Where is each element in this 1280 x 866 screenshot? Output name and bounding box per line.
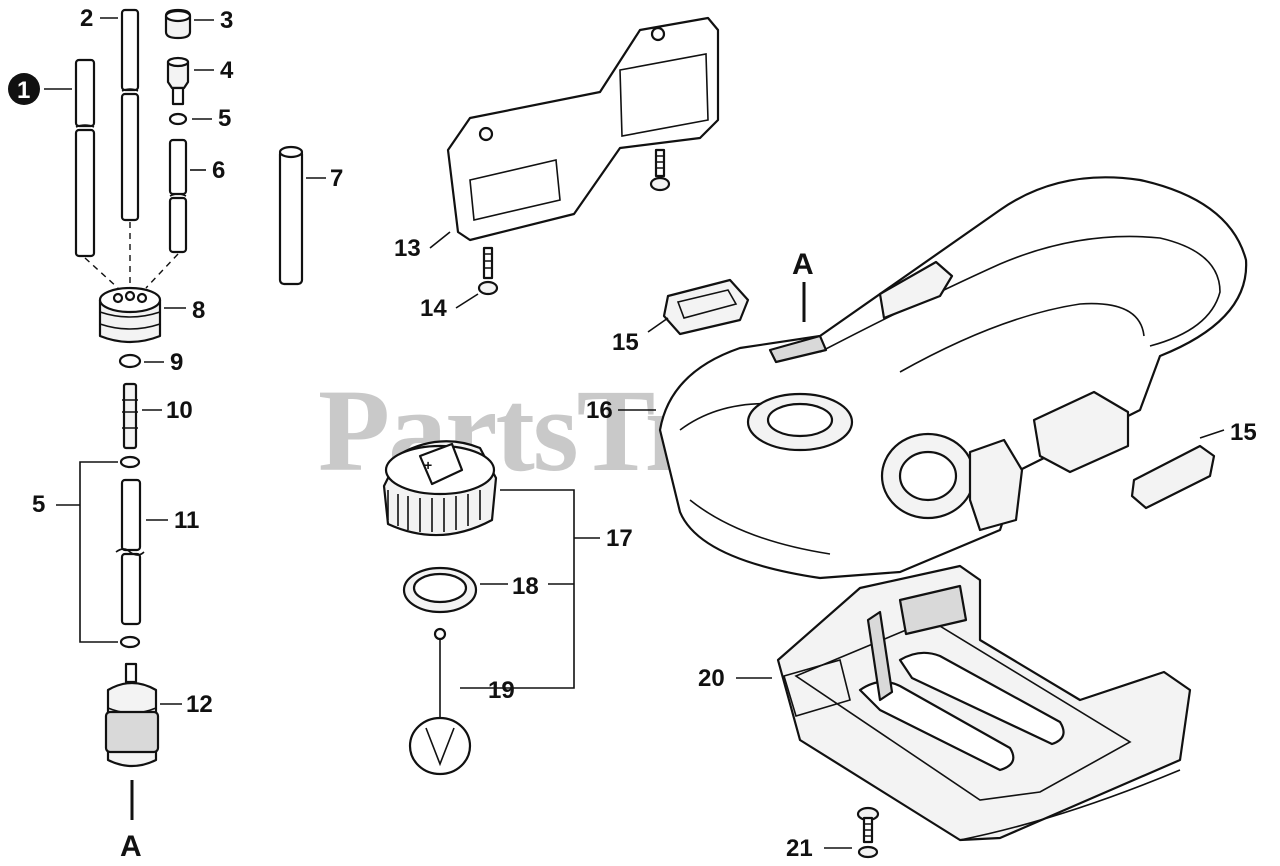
callout-13: 13 bbox=[394, 235, 421, 262]
callout-1-marker bbox=[8, 73, 40, 105]
callout-16: 16 bbox=[586, 397, 613, 424]
callout-17: 17 bbox=[606, 525, 633, 552]
part-11-fuel-line bbox=[115, 478, 145, 626]
section-marker-a-top: A bbox=[792, 248, 814, 281]
screw-13 bbox=[649, 148, 671, 192]
part-3-cap bbox=[164, 8, 192, 40]
part-15-pad-left bbox=[662, 278, 750, 336]
part-6-fuel-tube bbox=[168, 138, 188, 254]
callout-8: 8 bbox=[192, 297, 205, 324]
part-9-oring bbox=[118, 353, 142, 369]
part-17-fuel-cap: + bbox=[382, 440, 498, 537]
part-5-oring-upper bbox=[119, 455, 141, 469]
part-19-strap bbox=[408, 627, 472, 776]
callout-1: 1 bbox=[17, 77, 30, 104]
callout-5-bracket: 5 bbox=[32, 491, 45, 518]
callout-7: 7 bbox=[330, 165, 343, 192]
svg-text:+: + bbox=[424, 457, 432, 473]
part-14-screw bbox=[477, 246, 499, 296]
part-20-base-plate bbox=[776, 564, 1192, 842]
callout-11: 11 bbox=[174, 507, 199, 534]
part-5-oring-lower bbox=[119, 635, 141, 649]
part-4-fitting bbox=[166, 56, 190, 106]
part-2-fuel-tube bbox=[120, 8, 140, 222]
callout-6: 6 bbox=[212, 157, 225, 184]
part-15-pad-right bbox=[1130, 444, 1216, 510]
callout-9: 9 bbox=[170, 349, 183, 376]
callout-10: 10 bbox=[166, 397, 193, 424]
callout-4: 4 bbox=[220, 57, 234, 84]
part-5-oring bbox=[168, 112, 188, 126]
callout-2: 2 bbox=[80, 5, 93, 32]
callout-19: 19 bbox=[488, 677, 515, 704]
callout-15-left: 15 bbox=[612, 329, 639, 356]
part-12-fuel-filter bbox=[104, 662, 160, 768]
part-10-fitting bbox=[122, 382, 138, 450]
part-8-grommet bbox=[98, 286, 162, 344]
section-marker-a-bottom: A bbox=[120, 830, 142, 863]
part-16-fuel-tank bbox=[658, 176, 1248, 580]
part-7-pin bbox=[278, 145, 304, 286]
part-18-gasket bbox=[402, 566, 478, 614]
part-1-fuel-tube bbox=[74, 58, 96, 258]
callout-15-right: 15 bbox=[1230, 419, 1257, 446]
callout-5-top: 5 bbox=[218, 105, 231, 132]
callout-20: 20 bbox=[698, 665, 725, 692]
callout-3: 3 bbox=[220, 7, 233, 34]
callout-14: 14 bbox=[420, 295, 447, 322]
part-21-screw bbox=[856, 806, 880, 859]
callout-12: 12 bbox=[186, 691, 213, 718]
part-13-bracket bbox=[446, 16, 720, 242]
callout-18: 18 bbox=[512, 573, 539, 600]
callout-21: 21 bbox=[786, 835, 813, 862]
